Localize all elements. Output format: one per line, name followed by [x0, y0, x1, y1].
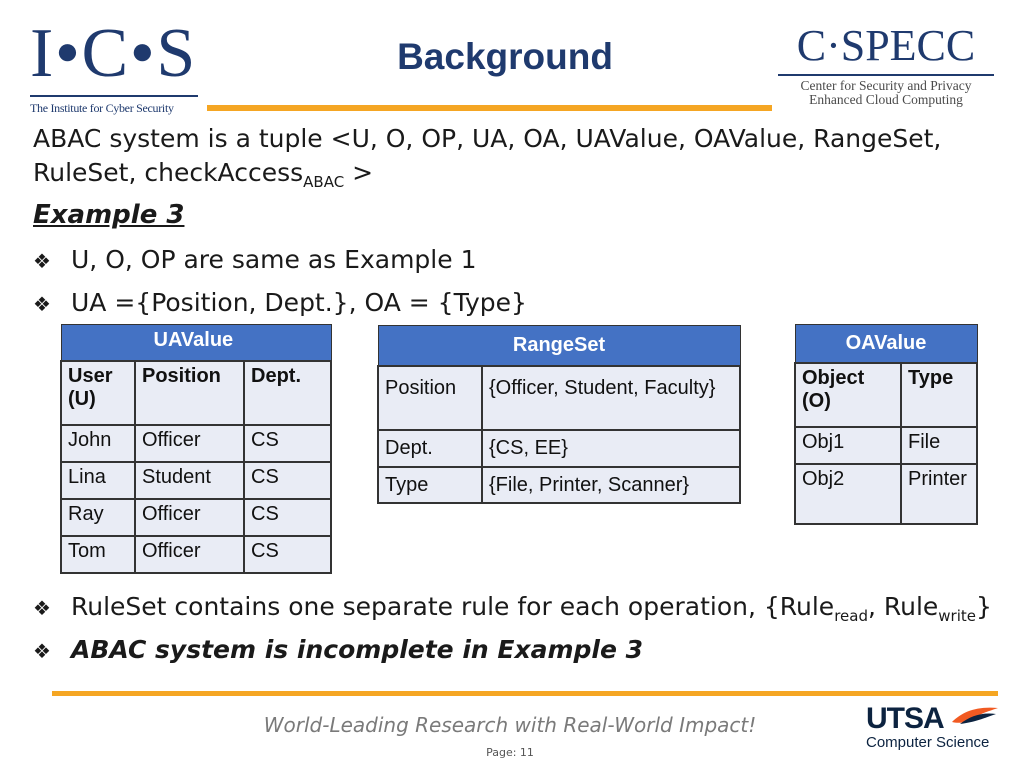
bullet-1: ❖ U, O, OP are same as Example 1: [33, 245, 476, 274]
utsa-logo: UTSA Computer Science: [866, 702, 1006, 751]
bullet-diamond-icon: ❖: [33, 292, 51, 316]
cspecc-logo: C·SPECC Center for Security and Privacy …: [778, 22, 994, 107]
oavalue-header-type: Type: [900, 361, 978, 428]
table-cell: Lina: [60, 460, 136, 500]
table-cell: {CS, EE}: [481, 428, 741, 468]
oavalue-table: OAValue Object (O) Type Obj1 File Obj2 P…: [794, 324, 978, 525]
footer-tagline: World-Leading Research with Real-World I…: [263, 713, 757, 737]
table-cell: Obj1: [794, 425, 902, 465]
table-cell: John: [60, 423, 136, 463]
footer-orange-bar: [52, 691, 998, 696]
table-cell: CS: [243, 497, 332, 537]
intro-line-1: ABAC system is a tuple <U, O, OP, UA, OA…: [33, 124, 942, 153]
intro-line-2-text: RuleSet, checkAccess: [33, 158, 304, 187]
table-cell: Tom: [60, 534, 136, 574]
table-header-row: User (U) Position Dept.: [60, 359, 332, 426]
table-cell: CS: [243, 534, 332, 574]
bullet-2-text: UA ={Position, Dept.}, OA = {Type}: [71, 288, 527, 317]
table-row: Dept. {CS, EE}: [377, 428, 741, 468]
cspecc-logo-rule: [778, 74, 994, 76]
table-cell: Printer: [900, 462, 978, 525]
intro-line-2-subscript: ABAC: [303, 173, 345, 191]
table-cell: Obj2: [794, 462, 902, 525]
rangeset-table: RangeSet Position {Officer, Student, Fac…: [377, 325, 741, 504]
table-cell: Student: [134, 460, 245, 500]
roadrunner-bird-icon: [952, 707, 998, 724]
table-row: Type {File, Printer, Scanner}: [377, 465, 741, 504]
ics-logo: I●C●S The Institute for Cyber Security: [30, 16, 200, 116]
table-row: Obj2 Printer: [794, 462, 978, 525]
bullet-diamond-icon: ❖: [33, 249, 51, 273]
table-cell: Officer: [134, 423, 245, 463]
ics-letter-s: S: [156, 15, 196, 92]
table-cell: Dept.: [377, 428, 483, 468]
utsa-department: Computer Science: [866, 734, 990, 751]
intro-line-2: RuleSet, checkAccessABAC >: [33, 158, 993, 191]
uavalue-header-user: User (U): [60, 359, 136, 426]
table-row: Lina Student CS: [60, 460, 332, 500]
bullet-diamond-icon: ❖: [33, 596, 51, 620]
rangeset-table-title: RangeSet: [377, 325, 741, 366]
table-cell: {Officer, Student, Faculty}: [481, 364, 741, 431]
table-cell: Ray: [60, 497, 136, 537]
uavalue-table: UAValue User (U) Position Dept. John Off…: [60, 324, 332, 574]
bullet-diamond-icon: ❖: [33, 639, 51, 663]
cspecc-subtitle-line1: Center for Security and Privacy: [800, 78, 972, 93]
bullet-3-text: RuleSet contains one separate rule for e…: [71, 592, 835, 621]
table-cell: Officer: [134, 534, 245, 574]
uavalue-table-title: UAValue: [60, 324, 332, 361]
ics-letter-c: C: [81, 15, 129, 92]
bullet-4: ❖ ABAC system is incomplete in Example 3: [33, 635, 643, 664]
table-cell: File: [900, 425, 978, 465]
bullet-3-mid: , Rule: [867, 592, 939, 621]
bullet-3: ❖ RuleSet contains one separate rule for …: [33, 592, 992, 625]
table-cell: Officer: [134, 497, 245, 537]
ics-logo-subtitle: The Institute for Cyber Security: [30, 101, 174, 115]
table-cell: Position: [377, 364, 483, 431]
table-header-row: Object (O) Type: [794, 361, 978, 428]
cspecc-subtitle-line2: Enhanced Cloud Computing: [809, 92, 963, 107]
oavalue-header-object: Object (O): [794, 361, 902, 428]
intro-line-2-end: >: [344, 158, 374, 187]
table-cell: CS: [243, 460, 332, 500]
bullet-4-text: ABAC system is incomplete in Example 3: [71, 635, 644, 664]
table-cell: {File, Printer, Scanner}: [481, 465, 741, 504]
cspecc-logo-mark: C·SPECC: [796, 21, 976, 70]
title-underline-bar: [207, 105, 772, 111]
ics-logo-rule: [30, 95, 198, 97]
table-cell: Type: [377, 465, 483, 504]
bullet-3-end: }: [976, 592, 992, 621]
table-cell: CS: [243, 423, 332, 463]
utsa-wordmark: UTSA: [866, 702, 945, 735]
table-row: Tom Officer CS: [60, 534, 332, 574]
example-heading: Example 3: [33, 200, 185, 230]
uavalue-header-dept: Dept.: [243, 359, 332, 426]
ics-logo-mark: I●C●S: [30, 15, 196, 92]
ics-letter-i: I: [30, 15, 54, 92]
uavalue-header-position: Position: [134, 359, 245, 426]
bullet-1-text: U, O, OP are same as Example 1: [71, 245, 477, 274]
bullet-2: ❖ UA ={Position, Dept.}, OA = {Type}: [33, 288, 527, 317]
table-row: Ray Officer CS: [60, 497, 332, 537]
bullet-3-sub-read: read: [834, 607, 868, 625]
table-row: Obj1 File: [794, 425, 978, 465]
table-row: Position {Officer, Student, Faculty}: [377, 364, 741, 431]
page-number: Page: 11: [486, 746, 534, 759]
slide-title: Background: [397, 36, 613, 77]
table-row: John Officer CS: [60, 423, 332, 463]
bullet-3-sub-write: write: [938, 607, 976, 625]
oavalue-table-title: OAValue: [794, 324, 978, 363]
